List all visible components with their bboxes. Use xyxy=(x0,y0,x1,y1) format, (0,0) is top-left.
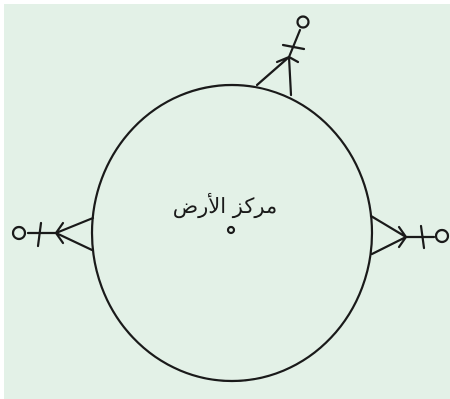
left-person-figure xyxy=(13,218,93,250)
earth-center-label: مركز الأرض xyxy=(120,192,330,220)
top-person-head xyxy=(298,17,309,28)
right-person-head xyxy=(436,230,448,242)
earth-center-dot xyxy=(228,227,234,233)
left-person-head xyxy=(13,227,25,239)
top-person-figure xyxy=(257,17,309,96)
left-person-base xyxy=(56,218,93,250)
right-person-figure xyxy=(371,216,448,254)
right-person-base xyxy=(371,216,406,254)
